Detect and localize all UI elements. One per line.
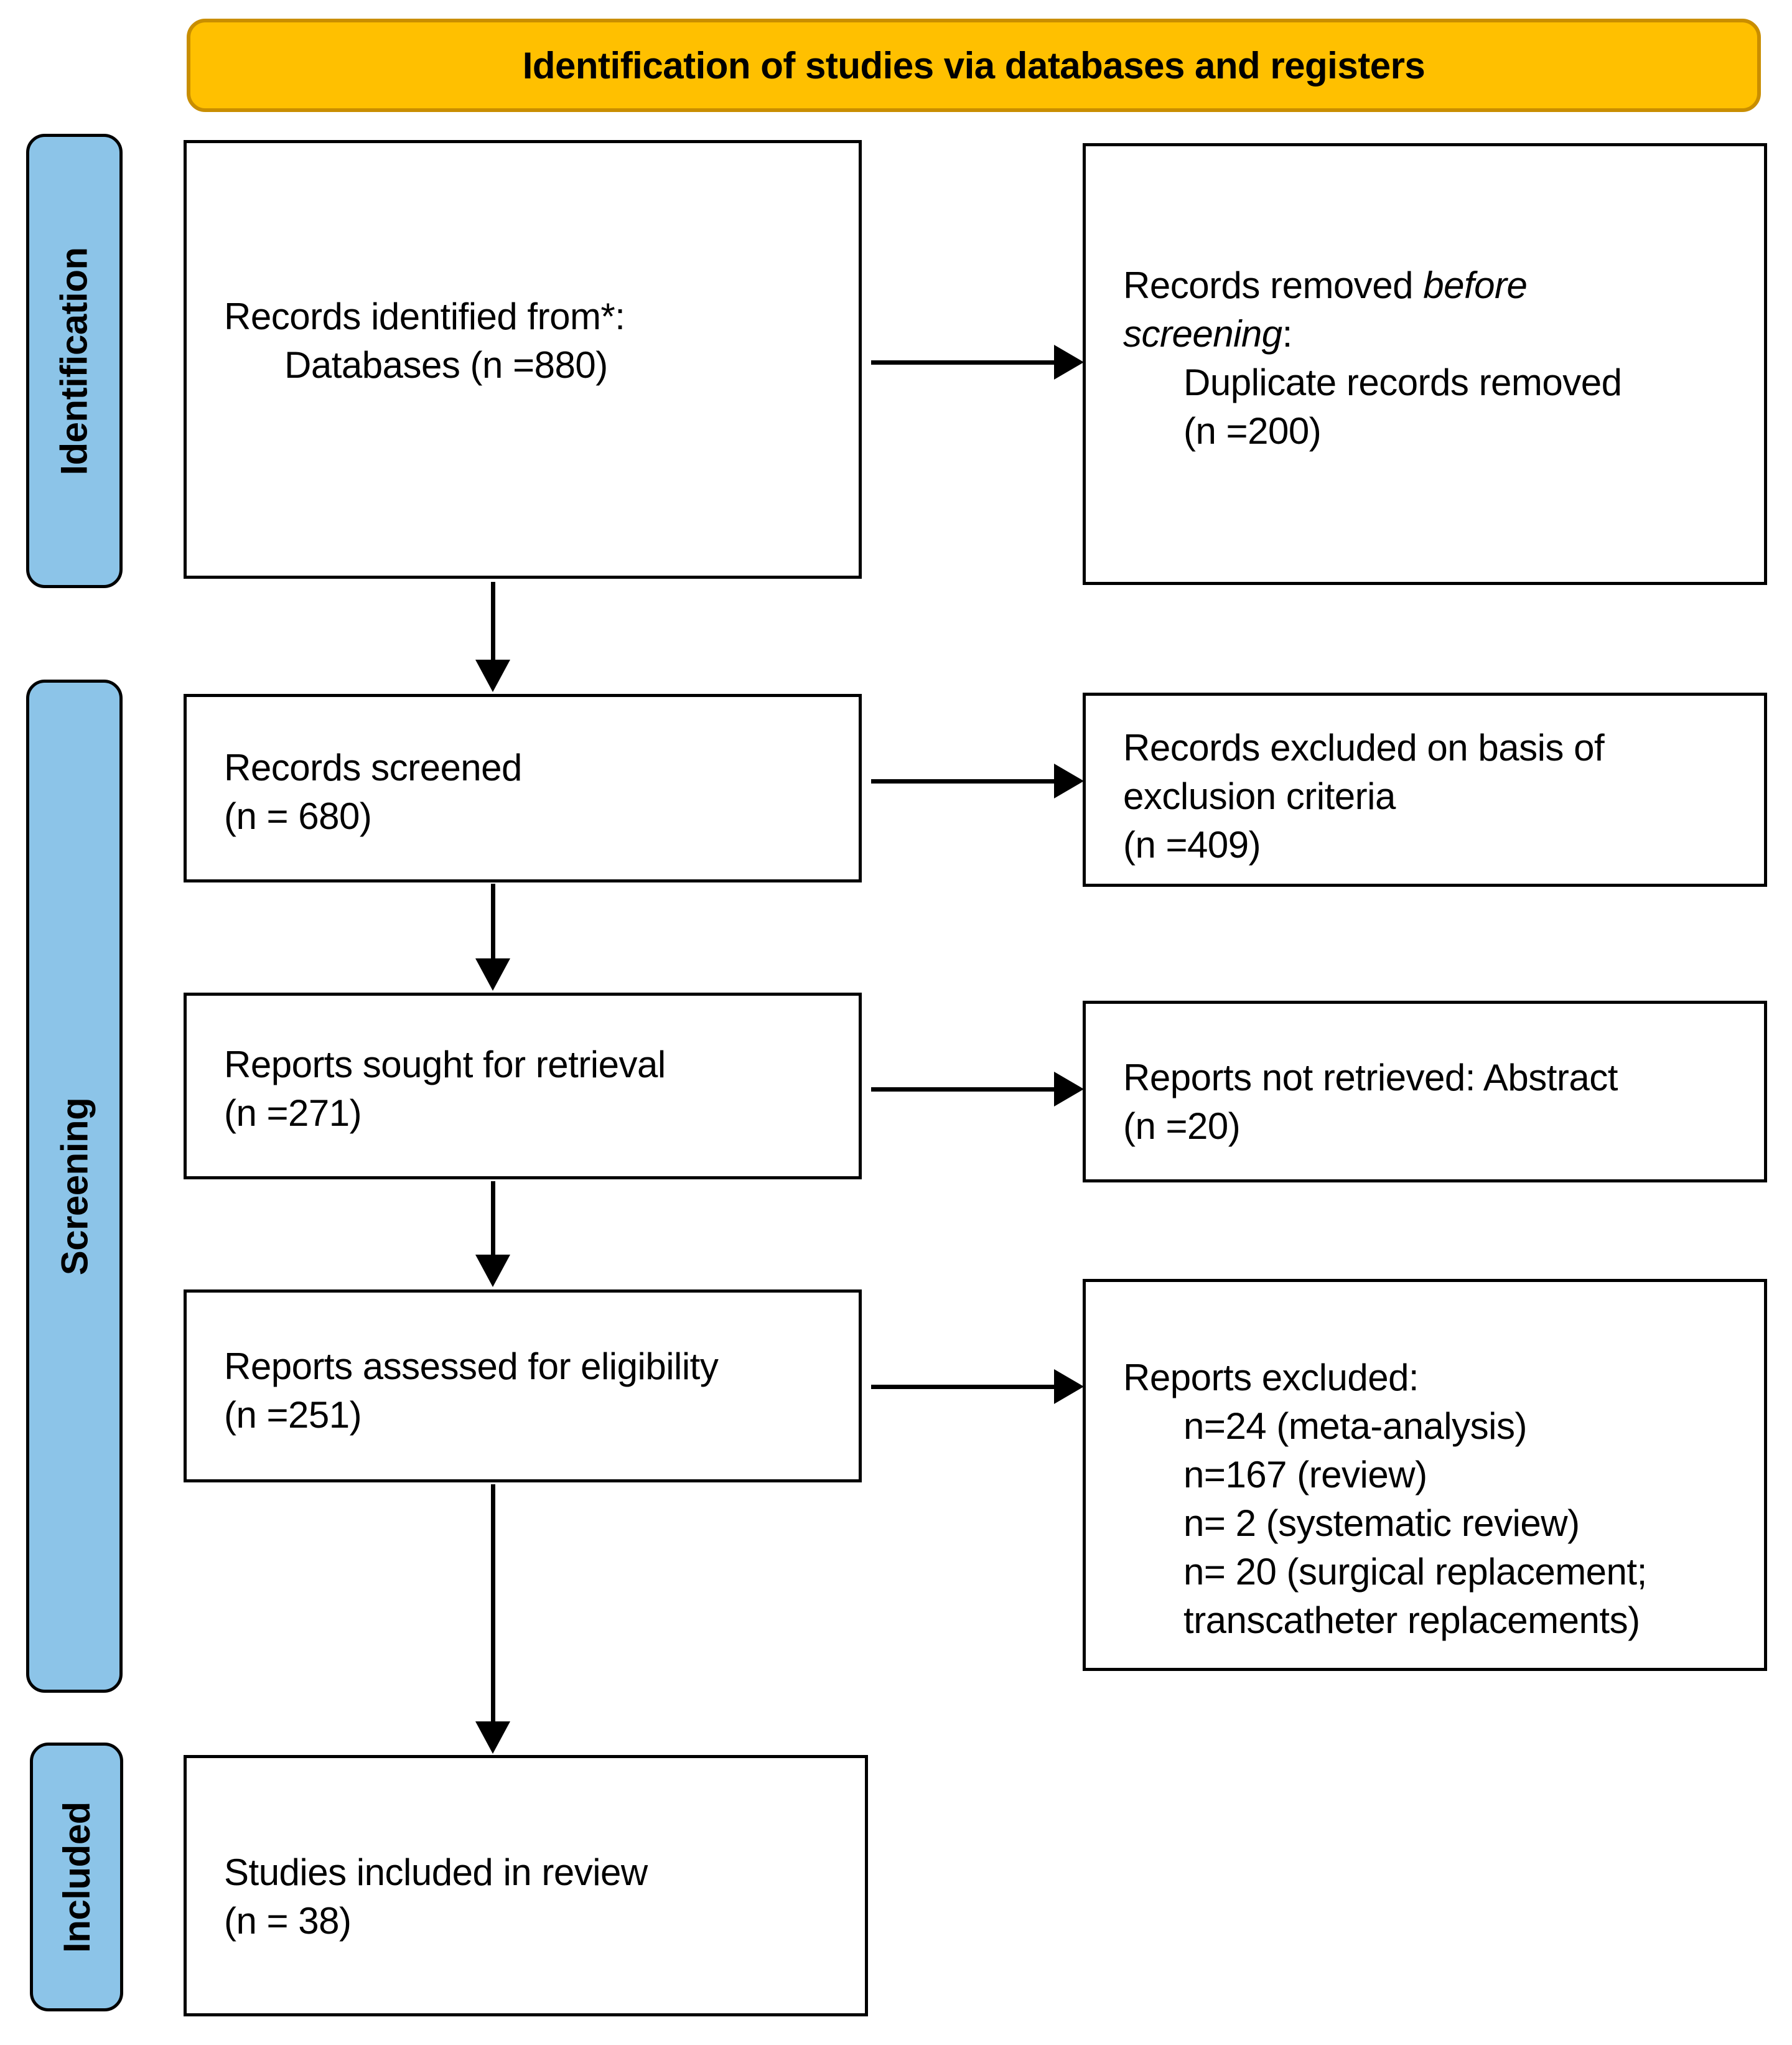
header-banner: Identification of studies via databases … — [187, 19, 1761, 112]
arrow-shaft — [871, 779, 1057, 784]
arrow-identified-to-removed — [871, 345, 1084, 380]
box-records-screened: Records screened (n = 680) — [184, 694, 862, 882]
box-records-identified: Records identified from*: Databases (n =… — [184, 140, 862, 579]
arrow-shaft — [871, 1087, 1057, 1092]
box-reports-assessed-text: Reports assessed for eligibility (n =251… — [224, 1345, 719, 1436]
box-studies-included: Studies included in review (n = 38) — [184, 1755, 868, 2016]
arrow-shaft — [491, 582, 495, 662]
records-removed-italic: before screening — [1123, 264, 1528, 355]
box-reports-assessed: Reports assessed for eligibility (n =251… — [184, 1289, 862, 1482]
down-arrowhead-icon — [475, 1255, 510, 1287]
arrow-screened-to-excluded — [871, 764, 1084, 798]
box-records-removed-text: Records removed before screening: Duplic… — [1123, 261, 1733, 456]
right-arrowhead-icon — [1054, 1072, 1084, 1107]
box-reports-sought: Reports sought for retrieval (n =271) — [184, 993, 862, 1179]
stage-screening: Screening — [26, 680, 123, 1693]
box-records-removed: Records removed before screening: Duplic… — [1083, 143, 1767, 585]
box-reports-not-retrieved-text: Reports not retrieved: Abstract (n =20) — [1123, 1057, 1618, 1147]
arrow-sought-to-not-retrieved — [871, 1072, 1084, 1107]
arrow-identified-to-screened — [475, 582, 510, 692]
box-reports-not-retrieved: Reports not retrieved: Abstract (n =20) — [1083, 1001, 1767, 1182]
arrow-shaft — [491, 884, 495, 961]
arrow-shaft — [491, 1181, 495, 1257]
stage-identification: Identification — [26, 134, 123, 588]
stage-label-screening: Screening — [54, 1097, 96, 1275]
box-records-excluded-text: Records excluded on basis of exclusion c… — [1123, 727, 1605, 866]
arrow-shaft — [871, 360, 1057, 365]
box-reports-excluded-text: Reports excluded: n=24 (meta-analysis) n… — [1123, 1357, 1647, 1641]
arrow-assessed-to-reports-excluded — [871, 1369, 1084, 1404]
box-records-screened-text: Records screened (n = 680) — [224, 747, 522, 837]
banner-title: Identification of studies via databases … — [522, 44, 1426, 87]
records-removed-prefix: Records removed — [1123, 264, 1424, 306]
box-reports-sought-text: Reports sought for retrieval (n =271) — [224, 1044, 666, 1134]
down-arrowhead-icon — [475, 660, 510, 692]
right-arrowhead-icon — [1054, 345, 1084, 380]
arrow-screened-to-sought — [475, 884, 510, 991]
stage-label-identification: Identification — [54, 246, 95, 475]
arrow-assessed-to-included — [475, 1484, 510, 1754]
records-removed-rest: : Duplicate records removed (n =200) — [1183, 313, 1622, 452]
down-arrowhead-icon — [475, 958, 510, 991]
box-records-excluded: Records excluded on basis of exclusion c… — [1083, 693, 1767, 887]
box-records-identified-text: Records identified from*: Databases (n =… — [224, 296, 625, 386]
arrow-sought-to-assessed — [475, 1181, 510, 1287]
stage-label-included: Included — [55, 1801, 98, 1953]
arrow-shaft — [871, 1385, 1057, 1389]
box-reports-excluded: Reports excluded: n=24 (meta-analysis) n… — [1083, 1279, 1767, 1671]
right-arrowhead-icon — [1054, 1369, 1084, 1404]
stage-included: Included — [30, 1743, 123, 2011]
box-studies-included-text: Studies included in review (n = 38) — [224, 1851, 648, 1942]
arrow-shaft — [491, 1484, 495, 1724]
down-arrowhead-icon — [475, 1721, 510, 1754]
right-arrowhead-icon — [1054, 764, 1084, 798]
